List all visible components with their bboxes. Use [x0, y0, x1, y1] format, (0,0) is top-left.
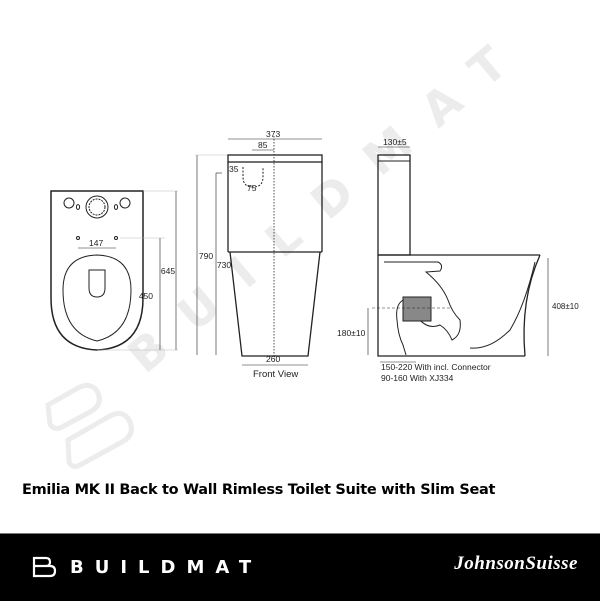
svg-text:130±5: 130±5 [383, 137, 407, 147]
front-view-labels: 373 85 35 75 260 Front View [229, 129, 298, 380]
svg-text:Front View: Front View [253, 369, 298, 380]
product-title: Emilia MK II Back to Wall Rimless Toilet… [22, 482, 496, 498]
watermark-text: BUILDMAT [117, 17, 539, 384]
svg-text:645: 645 [161, 266, 175, 276]
buildmat-b-icon [32, 556, 57, 578]
svg-text:35: 35 [229, 164, 239, 174]
johnson-suisse-logo: JohnsonSuisse [454, 553, 578, 574]
svg-text:85: 85 [258, 140, 268, 150]
svg-text:BUILDMAT: BUILDMAT [117, 17, 539, 384]
technical-drawing: BUILDMAT 147 450 645 790 730 [45, 17, 579, 469]
svg-text:790: 790 [199, 251, 213, 261]
svg-text:450: 450 [139, 291, 153, 301]
svg-text:150-220 With incl. Connector: 150-220 With incl. Connector [381, 362, 491, 372]
svg-text:730: 730 [217, 260, 231, 270]
watermark [45, 382, 134, 469]
top-view [50, 154, 230, 355]
front-view [227, 136, 323, 366]
svg-text:408±10: 408±10 [552, 302, 579, 311]
svg-text:180±10: 180±10 [337, 328, 366, 338]
svg-text:75: 75 [247, 183, 257, 193]
svg-text:373: 373 [266, 129, 280, 139]
svg-text:90-160 With XJ334: 90-160 With XJ334 [381, 373, 454, 383]
buildmat-logo: BUILDMAT [32, 556, 262, 578]
buildmat-wordmark: BUILDMAT [70, 556, 263, 578]
side-view [367, 146, 549, 363]
footer-bar: BUILDMAT JohnsonSuisse [0, 533, 600, 601]
svg-text:147: 147 [89, 238, 103, 248]
top-view-labels: 147 450 645 790 730 [89, 238, 231, 301]
svg-text:260: 260 [266, 354, 280, 364]
side-view-labels: 130±5 408±10 180±10 150-220 With incl. C… [337, 137, 579, 383]
